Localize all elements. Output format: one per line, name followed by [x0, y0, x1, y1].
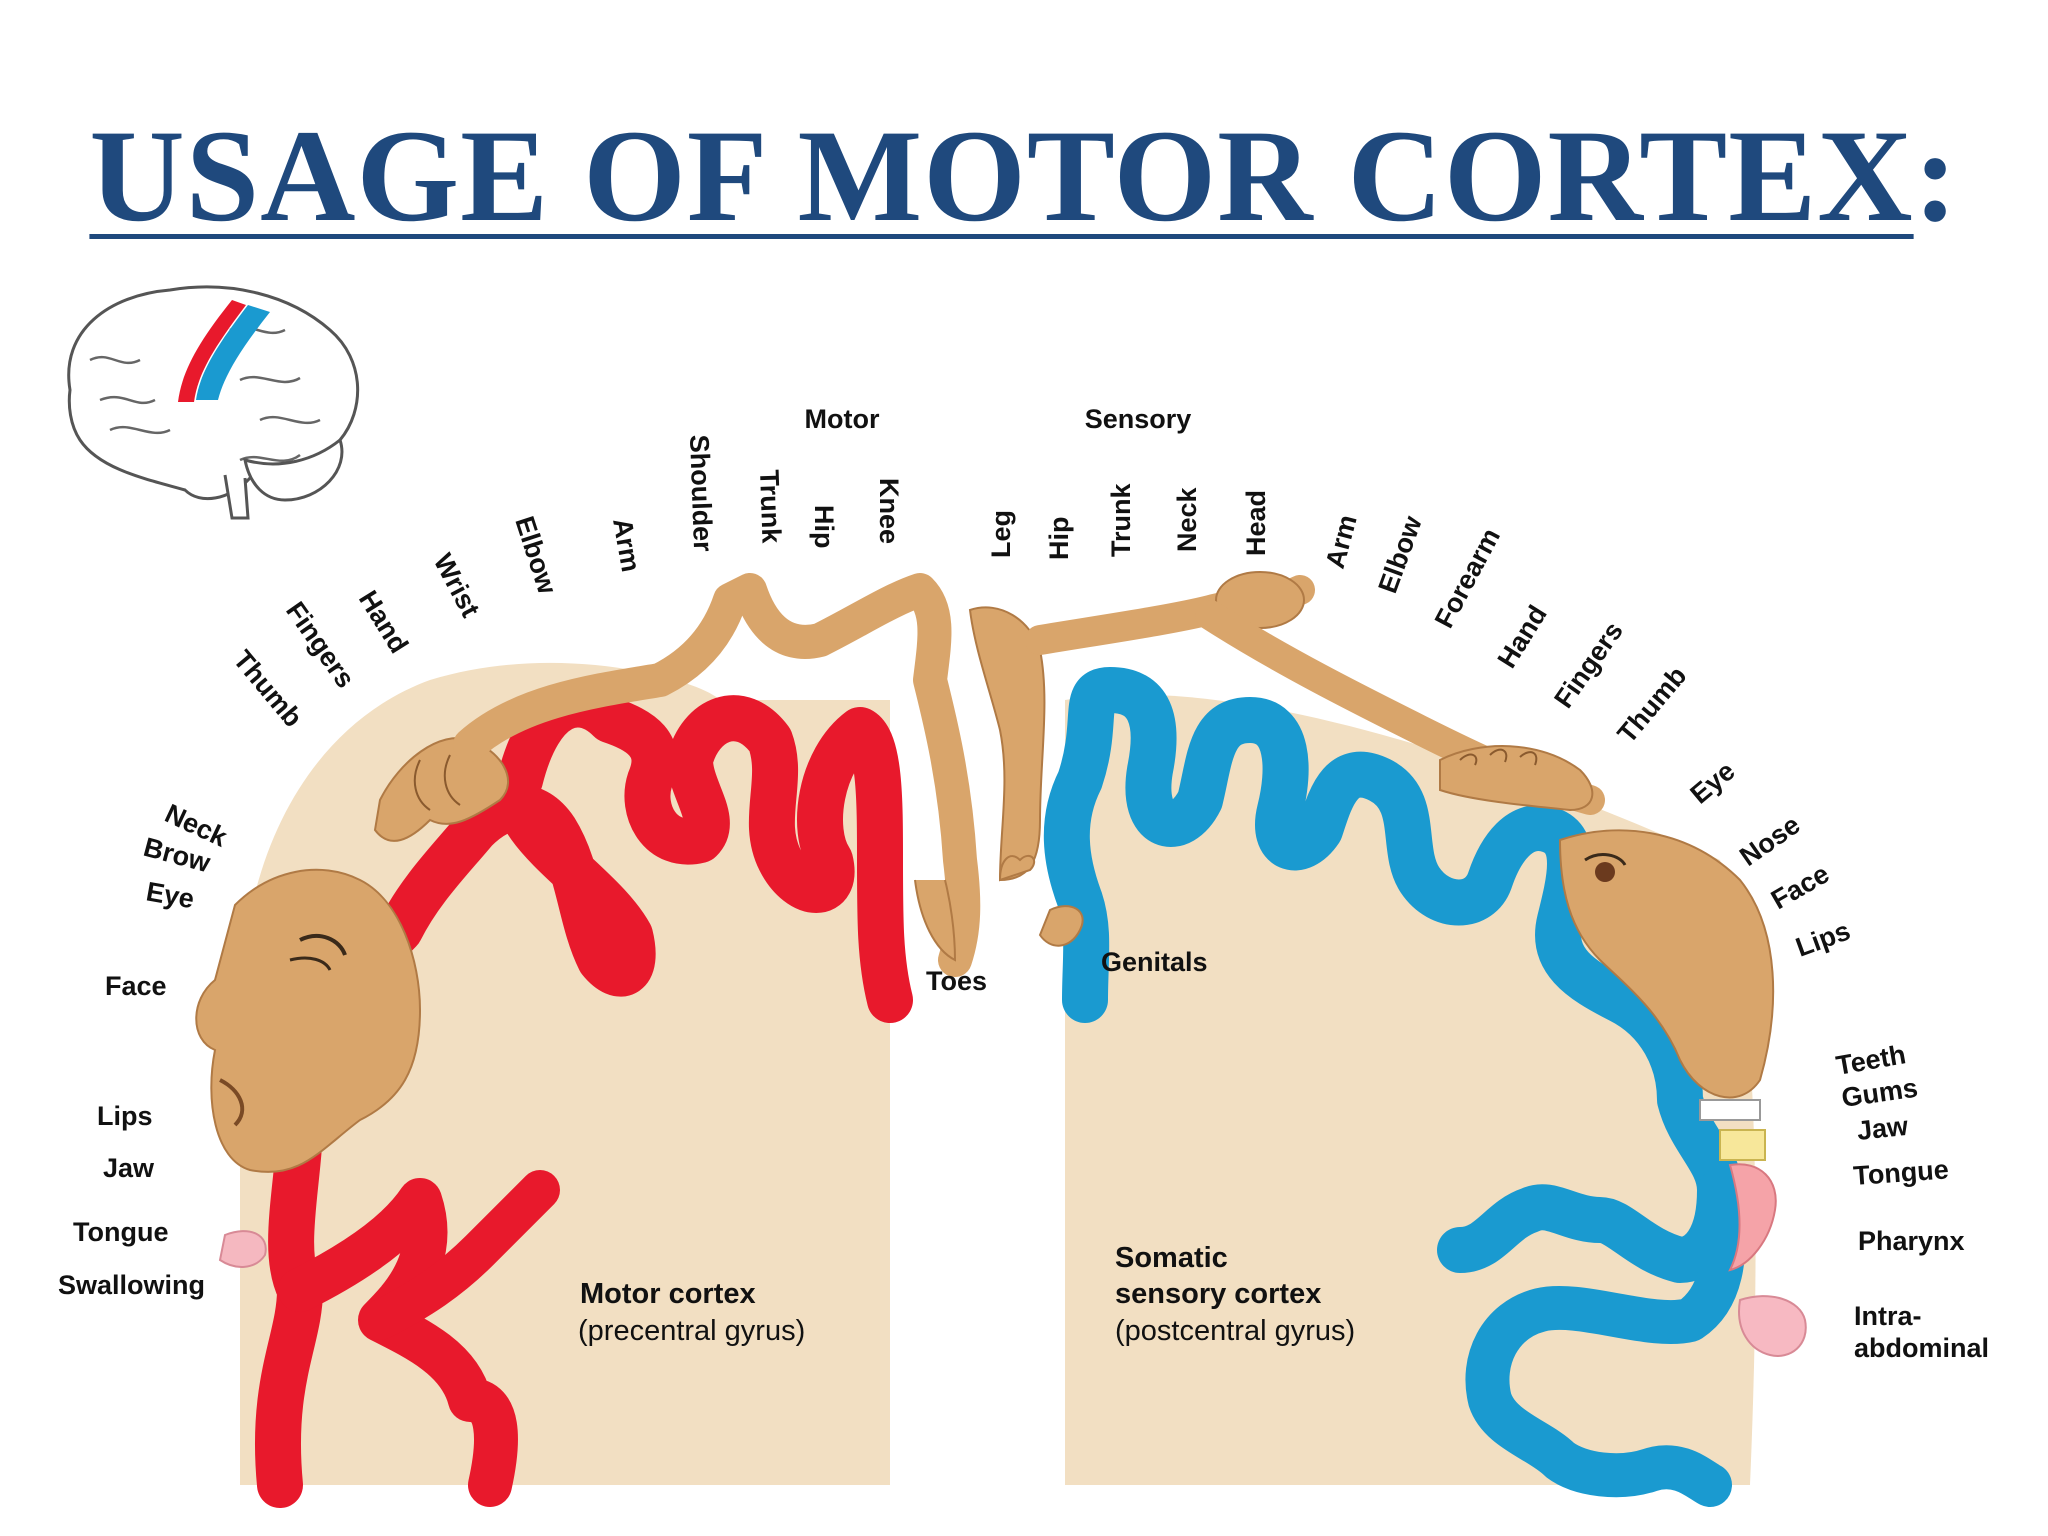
motor-label-eye: Eye: [144, 876, 197, 914]
sensory-label-abdominal: abdominal: [1854, 1333, 1989, 1363]
sensory-label-arm: Arm: [1320, 512, 1363, 572]
slide-title-colon: :: [1913, 102, 1959, 249]
sensory-label-nose: Nose: [1734, 809, 1805, 871]
motor-label-wrist: Wrist: [428, 549, 486, 622]
sensory-label-genitals: Genitals: [1101, 947, 1208, 977]
sensory-label-forearm: Forearm: [1429, 523, 1506, 632]
motor-label-swallowing: Swallowing: [58, 1270, 205, 1300]
sensory-label-pharynx: Pharynx: [1858, 1226, 1965, 1256]
motor-label-jaw: Jaw: [103, 1153, 155, 1183]
motor-homunculus: [195, 573, 981, 1268]
motor-label-arm: Arm: [607, 516, 646, 574]
sensory-cortex-lower-fold: [1465, 1168, 1746, 1507]
sensory-label-hip: Hip: [1044, 517, 1074, 561]
motor-label-lips: Lips: [97, 1101, 153, 1131]
motor-label-face: Face: [105, 971, 167, 1001]
slide-title-text: USAGE OF MOTOR CORTEX: [89, 102, 1914, 249]
sensory-label-jaw: Jaw: [1855, 1111, 1910, 1146]
motor-label-toes: Toes: [926, 966, 987, 996]
sensory-label-tongue: Tongue: [1852, 1154, 1949, 1191]
motor-label-fingers: Fingers: [280, 596, 361, 693]
motor-cortex-lower-branch: [360, 1170, 560, 1340]
motor-label-hand: Hand: [353, 585, 414, 658]
brain-thumbnail: [67, 285, 360, 520]
motor-label-thumb: Thumb: [227, 645, 308, 733]
sensory-label-elbow: Elbow: [1372, 511, 1428, 597]
sensory-heading: Sensory: [1085, 404, 1192, 434]
sensory-label-intra: Intra-: [1854, 1301, 1922, 1331]
motor-label-trunk: Trunk: [754, 469, 787, 544]
sensory-label-head: Head: [1241, 490, 1271, 556]
sensory-cortex-caption-sub: (postcentral gyrus): [1115, 1315, 1355, 1347]
sensory-cortex-caption-line1: Somatic: [1115, 1242, 1228, 1274]
sensory-label-lips: Lips: [1792, 915, 1854, 962]
motor-cortex-caption-title: Motor cortex: [580, 1278, 756, 1310]
motor-label-hip: Hip: [809, 505, 839, 549]
sensory-homunculus: [968, 571, 1807, 1357]
slide-title: USAGE OF MOTOR CORTEX:: [89, 110, 1958, 242]
motor-label-elbow: Elbow: [509, 513, 562, 599]
motor-label-tongue: Tongue: [73, 1217, 168, 1247]
motor-cortex-caption-sub: (precentral gyrus): [578, 1315, 805, 1347]
slide-title-wrap: USAGE OF MOTOR CORTEX:: [0, 110, 2048, 242]
sensory-label-neck: Neck: [1172, 486, 1202, 552]
motor-heading: Motor: [805, 404, 880, 434]
sensory-label-hand: Hand: [1492, 600, 1553, 673]
motor-label-knee: Knee: [874, 478, 904, 544]
sensory-cortex-caption-line2: sensory cortex: [1115, 1278, 1321, 1310]
sensory-label-fingers: Fingers: [1548, 616, 1629, 713]
sensory-label-eye: Eye: [1685, 756, 1741, 810]
sensory-label-leg: Leg: [986, 510, 1016, 558]
motor-label-shoulder: Shoulder: [684, 434, 718, 552]
sensory-label-trunk: Trunk: [1106, 483, 1136, 557]
sensory-label-face: Face: [1766, 858, 1834, 915]
sensory-label-thumb: Thumb: [1612, 661, 1693, 749]
